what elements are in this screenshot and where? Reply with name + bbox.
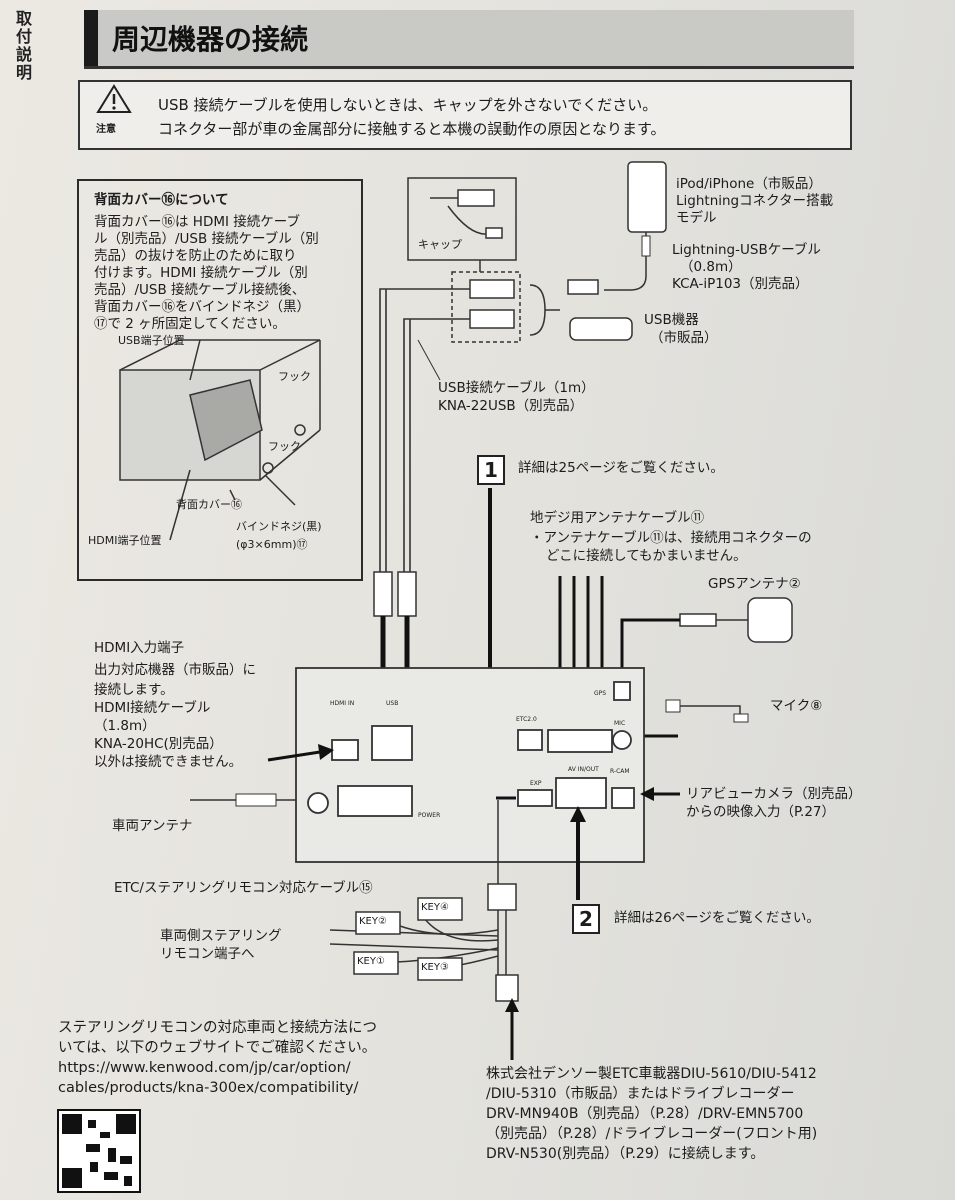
key-1-label: KEY① — [357, 956, 385, 967]
qr-code-icon — [57, 1109, 141, 1193]
warning-line-1: USB 接続ケーブルを使用しないときは、キャップを外さないでください。 — [158, 96, 658, 114]
usb-device-label-1: USB機器 — [644, 312, 699, 328]
screw-label-2: (φ3×6mm)⑰ — [236, 538, 308, 551]
key-2-label: KEY② — [359, 916, 387, 927]
unit-gps-label: GPS — [594, 690, 607, 697]
screw-label-1: バインドネジ(黒) — [236, 520, 322, 533]
gps-antenna-label: GPSアンテナ② — [708, 576, 801, 592]
usb-position-label: USB端子位置 — [118, 334, 185, 347]
hdmi-input-label-3: 接続します。 — [94, 682, 174, 698]
warning-icon — [96, 84, 132, 113]
denso-line-5: DRV-N530(別売品）（P.29）に接続します。 — [486, 1146, 765, 1162]
usb-port-dashed — [451, 271, 521, 343]
rear-camera-label-1: リアビューカメラ（別売品） — [686, 786, 862, 802]
unit-mic-label: MIC — [614, 720, 626, 727]
cover-line-4: 付けます。HDMI 接続ケーブル（別 — [94, 265, 308, 281]
warning-box — [78, 80, 852, 150]
page-title: 周辺機器の接続 — [112, 23, 309, 56]
hdmi-input-label-1: HDMI入力端子 — [94, 640, 185, 656]
hdmi-input-label-6: KNA-20HC(別売品） — [94, 736, 223, 752]
unit-exp-label: EXP — [530, 780, 542, 787]
cover-line-3: 売品）の抜けを防止のために取り — [94, 248, 297, 264]
unit-power-label: POWER — [418, 812, 441, 819]
cover-illustration — [119, 339, 321, 541]
compat-line-2: いては、以下のウェブサイトでご確認ください。 — [58, 1040, 377, 1056]
iphone-label-3: モデル — [676, 210, 717, 226]
cover-label: 背面カバー⑯ — [176, 498, 242, 511]
tv-antenna-label-2: ・アンテナケーブル⑪は、接続用コネクターの — [530, 530, 812, 546]
lightning-cable-label-2: （0.8m） — [680, 259, 742, 275]
unit-rcam-label: R-CAM — [610, 768, 630, 775]
denso-line-1: 株式会社デンソー製ETC車載器DIU-5610/DIU-5412 — [486, 1066, 817, 1082]
cover-line-7: ⑰で 2 ヶ所固定してください。 — [94, 316, 286, 332]
tv-antenna-label-3: どこに接続してもかまいません。 — [546, 548, 747, 564]
key-3-label: KEY③ — [421, 962, 449, 973]
steering-label-2: リモコン端子へ — [160, 946, 255, 962]
unit-av-label: AV IN/OUT — [568, 766, 599, 773]
usb-cables — [379, 288, 470, 575]
unit-etc-label: ETC2.0 — [516, 716, 537, 723]
cover-line-6: 背面カバー⑯をバインドネジ（黒） — [94, 299, 310, 315]
cover-heading: 背面カバー⑯について — [94, 192, 229, 208]
lightning-cable-label-3: KCA-iP103（別売品） — [672, 276, 809, 292]
gps-antenna-icon — [747, 597, 793, 643]
usb-device-label-2: （市販品） — [650, 330, 718, 346]
unit-hdmi-label: HDMI IN — [330, 700, 355, 707]
denso-line-3: DRV-MN940B（別売品）（P.28）/DRV-EMN5700 — [486, 1106, 804, 1122]
head-unit — [295, 667, 645, 863]
cover-line-1: 背面カバー⑯は HDMI 接続ケーブ — [94, 214, 300, 230]
hdmi-input-label-2: 出力対応機器（市販品）に — [94, 662, 256, 678]
etc-cable — [329, 883, 519, 1002]
usb-cable-label-2: KNA-22USB（別売品） — [438, 398, 584, 414]
cover-line-5: 売品）/USB 接続ケーブル接続後、 — [94, 282, 306, 298]
unit-usb-label: USB — [386, 700, 399, 707]
key-4-label: KEY④ — [421, 902, 449, 913]
denso-line-4: （別売品）（P.28）/ドライブレコーダー(フロント用) — [486, 1126, 818, 1142]
cap-illustration — [430, 189, 503, 239]
denso-line-2: /DIU-5310（市販品）またはドライブレコーダー — [486, 1086, 795, 1102]
ref-text-2: 詳細は26ページをご覧ください。 — [614, 910, 820, 926]
warning-line-2: コネクター部が車の金属部分に接触すると本機の誤動作の原因となります。 — [158, 120, 666, 138]
usb-stick-icon — [569, 317, 633, 341]
hdmi-input-label-4: HDMI接続ケーブル — [94, 700, 211, 716]
warning-label: 注意 — [96, 124, 116, 135]
cap-box — [407, 177, 517, 261]
cap-label: キャップ — [418, 238, 462, 251]
compat-line-1: ステアリングリモコンの対応車両と接続方法につ — [58, 1020, 377, 1036]
iphone-label-1: iPod/iPhone（市販品） — [676, 176, 822, 192]
etc-cable-label: ETC/ステアリングリモコン対応ケーブル⑮ — [114, 880, 373, 896]
compat-url-1[interactable]: https://www.kenwood.com/jp/car/option/ — [58, 1060, 351, 1076]
side-tab: 取付説明 — [13, 10, 32, 82]
title-accent — [84, 10, 98, 66]
ref-number-1: 1 — [477, 455, 505, 485]
steering-label-1: 車両側ステアリング — [160, 928, 282, 944]
lightning-usb-plug — [567, 279, 599, 295]
ref-number-2: 2 — [572, 904, 600, 934]
iphone-label-2: Lightningコネクター搭載 — [676, 193, 834, 209]
hdmi-position-label: HDMI端子位置 — [88, 534, 162, 547]
title-bar — [84, 10, 854, 69]
hook-label-1: フック — [278, 370, 311, 383]
hook-label-2: フック — [268, 440, 301, 453]
tv-antenna-label-1: 地デジ用アンテナケーブル⑪ — [530, 510, 705, 526]
iphone-icon — [627, 161, 667, 233]
lightning-cable-label-1: Lightning-USBケーブル — [672, 242, 821, 258]
vehicle-antenna-label: 車両アンテナ — [112, 818, 193, 834]
hdmi-input-label-5: （1.8m） — [94, 718, 156, 734]
usb-cable-label-1: USB接続ケーブル（1m） — [438, 380, 595, 396]
cover-line-2: ル（別売品）/USB 接続ケーブル（別 — [94, 231, 319, 247]
rear-camera-label-2: からの映像入力（P.27） — [686, 804, 836, 820]
ref-text-1: 詳細は25ページをご覧ください。 — [518, 460, 724, 476]
cover-box-frame — [77, 179, 363, 581]
compat-url-2[interactable]: cables/products/kna-300ex/compatibility/ — [58, 1080, 359, 1096]
mic-label: マイク⑧ — [770, 698, 823, 714]
hdmi-input-label-7: 以外は接続できません。 — [94, 754, 243, 770]
